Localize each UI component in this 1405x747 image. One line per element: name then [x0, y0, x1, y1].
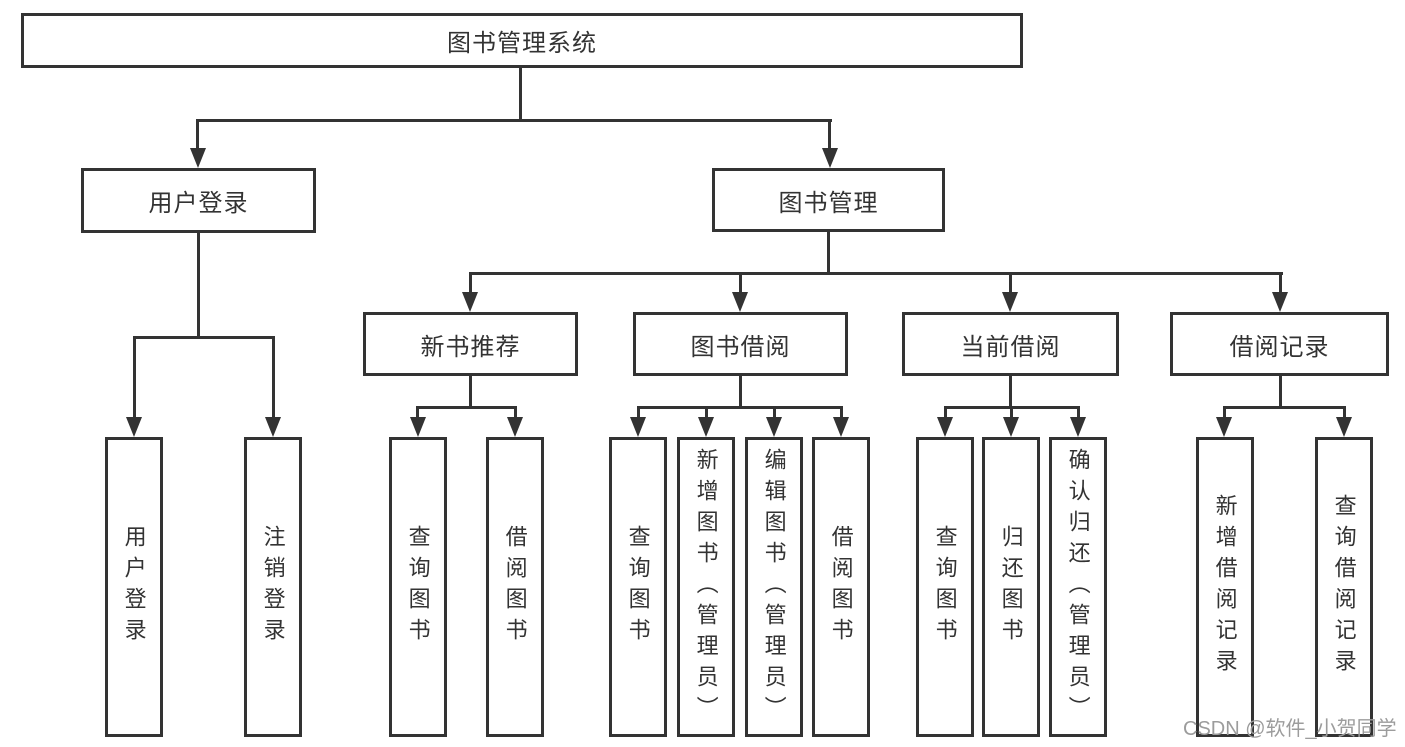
connector-line: [416, 406, 517, 409]
node-root-label: 图书管理系统: [447, 30, 597, 57]
node-new-book-recommend-label: 新书推荐: [420, 333, 521, 361]
node-borrow-records: 借阅记录: [1170, 312, 1389, 376]
arrowhead-down-icon: [1070, 417, 1086, 437]
arrowhead-down-icon: [833, 417, 849, 437]
connector-line: [1223, 406, 1346, 409]
connector-line: [1009, 272, 1012, 292]
arrowhead-down-icon: [937, 417, 953, 437]
arrowhead-down-icon: [1216, 417, 1232, 437]
node-current-borrow-label: 当前借阅: [960, 333, 1061, 361]
arrowhead-down-icon: [1272, 292, 1288, 312]
connector-line: [1279, 272, 1282, 292]
node-user-login: 用户登录: [81, 168, 316, 233]
connector-line: [705, 406, 708, 417]
leaf-confirm-return-admin: 确认归还（管理员）: [1049, 437, 1107, 737]
leaf-return-books: 归还图书: [982, 437, 1040, 737]
connector-line: [469, 272, 1283, 275]
leaf-query-books-current-label: 查询图书: [932, 525, 958, 649]
leaf-user-login: 用户登录: [105, 437, 163, 737]
connector-line: [196, 119, 832, 122]
connector-line: [739, 376, 742, 407]
leaf-return-books-label: 归还图书: [998, 525, 1024, 649]
node-current-borrow: 当前借阅: [902, 312, 1119, 376]
leaf-query-books-borrow: 查询图书: [609, 437, 667, 737]
arrowhead-down-icon: [766, 417, 782, 437]
leaf-query-books-borrow-label: 查询图书: [625, 525, 651, 649]
leaf-query-books-recommend: 查询图书: [389, 437, 447, 737]
node-book-borrow-label: 图书借阅: [690, 333, 791, 361]
leaf-user-login-label: 用户登录: [121, 525, 147, 649]
leaf-query-borrow-record: 查询借阅记录: [1315, 437, 1373, 737]
arrowhead-down-icon: [462, 292, 478, 312]
leaf-borrow-books-recommend: 借阅图书: [486, 437, 544, 737]
leaf-borrow-books-recommend-label: 借阅图书: [502, 525, 528, 649]
node-book-management-label: 图书管理: [778, 189, 879, 217]
leaf-add-borrow-record-label: 新增借阅记录: [1212, 494, 1238, 680]
arrowhead-down-icon: [190, 148, 206, 168]
connector-line: [1009, 376, 1012, 407]
leaf-add-books-admin-label: 新增图书（管理员）: [693, 447, 719, 727]
leaf-query-books-current: 查询图书: [916, 437, 974, 737]
arrowhead-down-icon: [507, 417, 523, 437]
leaf-borrow-books: 借阅图书: [812, 437, 870, 737]
arrowhead-down-icon: [630, 417, 646, 437]
connector-line: [828, 119, 831, 150]
arrowhead-down-icon: [410, 417, 426, 437]
leaf-add-books-admin: 新增图书（管理员）: [677, 437, 735, 737]
node-borrow-records-label: 借阅记录: [1229, 333, 1330, 361]
leaf-logout-login-label: 注销登录: [260, 525, 286, 649]
connector-line: [827, 232, 830, 273]
leaf-add-borrow-record: 新增借阅记录: [1196, 437, 1254, 737]
arrowhead-down-icon: [822, 148, 838, 168]
arrowhead-down-icon: [126, 417, 142, 437]
connector-line: [196, 119, 199, 150]
node-root: 图书管理系统: [21, 13, 1023, 68]
connector-line: [1223, 406, 1226, 417]
connector-line: [1279, 376, 1282, 407]
leaf-logout-login: 注销登录: [244, 437, 302, 737]
connector-line: [1010, 406, 1013, 417]
connector-line: [840, 406, 843, 417]
leaf-query-books-recommend-label: 查询图书: [405, 525, 431, 649]
arrowhead-down-icon: [1003, 417, 1019, 437]
connector-line: [739, 272, 742, 292]
leaf-query-borrow-record-label: 查询借阅记录: [1331, 494, 1357, 680]
arrowhead-down-icon: [732, 292, 748, 312]
leaf-edit-books-admin: 编辑图书（管理员）: [745, 437, 803, 737]
node-book-management: 图书管理: [712, 168, 945, 232]
connector-line: [637, 406, 640, 417]
connector-line: [944, 406, 947, 417]
connector-line: [469, 272, 472, 292]
node-new-book-recommend: 新书推荐: [363, 312, 578, 376]
arrowhead-down-icon: [1336, 417, 1352, 437]
connector-line: [514, 406, 517, 417]
connector-line: [1343, 406, 1346, 417]
arrowhead-down-icon: [1002, 292, 1018, 312]
connector-line: [773, 406, 776, 417]
connector-line: [133, 336, 275, 339]
connector-line: [469, 376, 472, 407]
arrowhead-down-icon: [265, 417, 281, 437]
connector-line: [133, 336, 136, 417]
node-user-login-label: 用户登录: [148, 190, 249, 217]
leaf-confirm-return-admin-label: 确认归还（管理员）: [1065, 447, 1091, 727]
arrowhead-down-icon: [698, 417, 714, 437]
connector-line: [519, 68, 522, 120]
leaf-edit-books-admin-label: 编辑图书（管理员）: [761, 447, 787, 727]
connector-line: [272, 336, 275, 417]
node-book-borrow: 图书借阅: [633, 312, 848, 376]
connector-line: [416, 406, 419, 417]
connector-line: [1077, 406, 1080, 417]
connector-line: [637, 406, 843, 409]
connector-line: [197, 233, 200, 337]
leaf-borrow-books-label: 借阅图书: [828, 525, 854, 649]
